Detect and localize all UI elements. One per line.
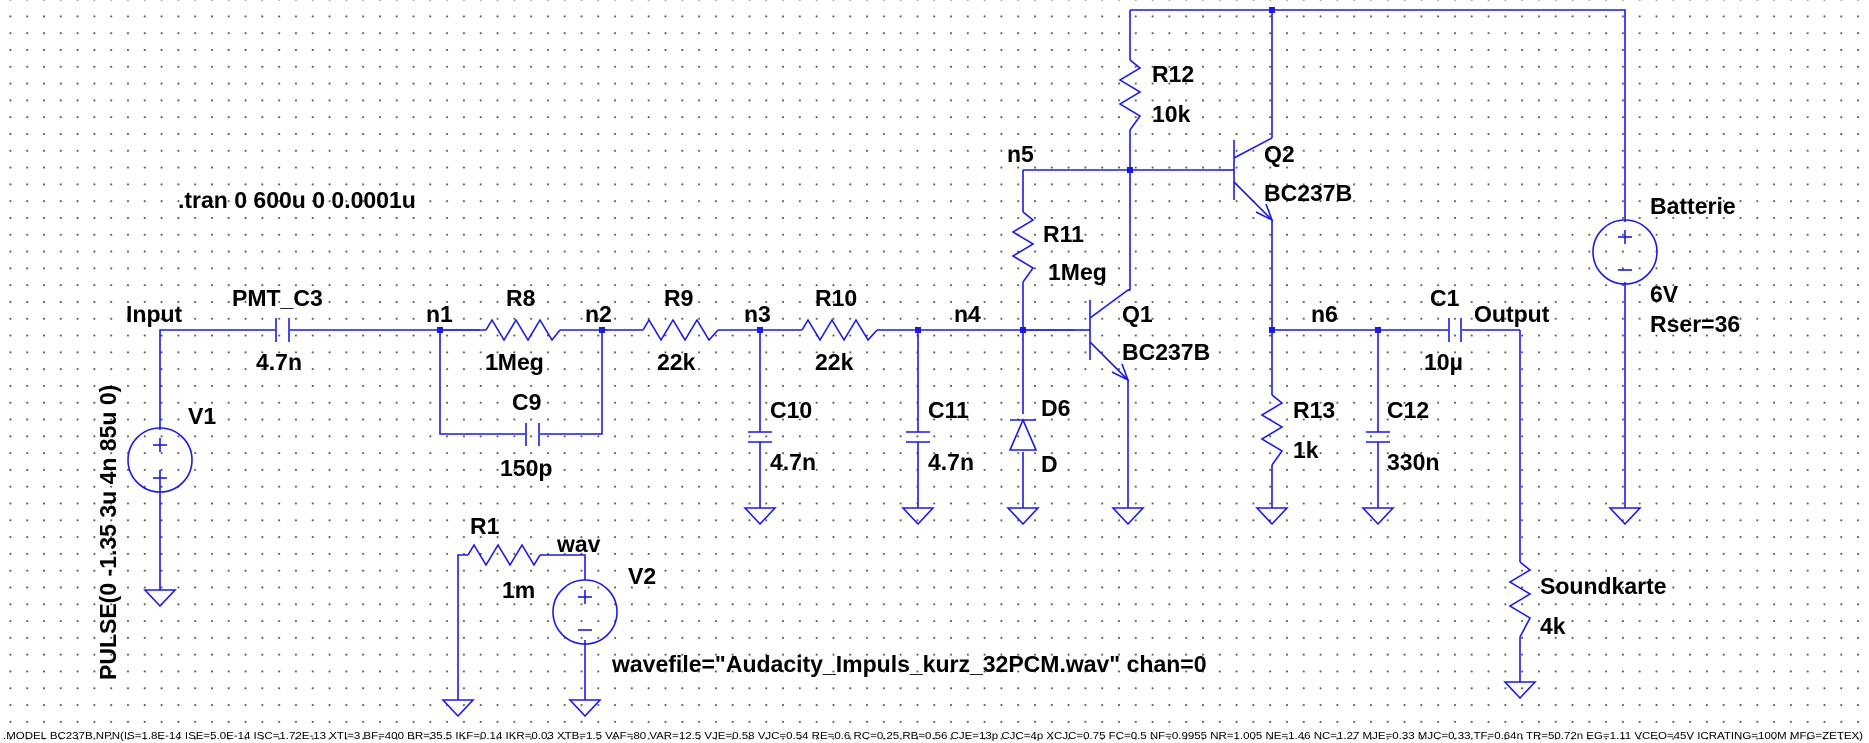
capacitor-c12[interactable]	[1366, 431, 1390, 443]
ground-symbols	[143, 507, 1642, 718]
r11-name: R11	[1043, 221, 1084, 247]
c10-name: C10	[770, 397, 812, 423]
ground-icon	[143, 589, 177, 608]
voltage-source-v1[interactable]	[127, 427, 193, 493]
transistor-q2[interactable]	[1218, 137, 1274, 222]
c1-value: 10µ	[1424, 349, 1463, 375]
ground-icon	[743, 507, 777, 526]
resistor-r11[interactable]	[1011, 211, 1035, 283]
wire-r1-right	[540, 554, 586, 580]
c12-name: C12	[1387, 397, 1429, 423]
ground-icon	[1608, 507, 1642, 526]
q1-name: Q1	[1122, 301, 1153, 327]
wires	[159, 9, 1626, 700]
ground-icon	[901, 507, 935, 526]
voltage-source-batterie[interactable]	[1592, 219, 1658, 285]
r8-value: 1Meg	[485, 349, 544, 375]
resistor-r13[interactable]	[1260, 394, 1284, 466]
capacitor-c3[interactable]	[275, 318, 290, 342]
r13-name: R13	[1293, 397, 1335, 423]
batterie-value: 6V	[1650, 281, 1679, 307]
r12-value: 10k	[1152, 101, 1191, 127]
resistor-r12[interactable]	[1118, 59, 1142, 131]
net-label-input: Input	[126, 301, 183, 327]
r8-name: R8	[506, 285, 536, 311]
d6-name: D6	[1041, 395, 1070, 421]
transistor-q1[interactable]	[1074, 289, 1130, 382]
c12-value: 330n	[1387, 449, 1439, 475]
q2-name: Q2	[1264, 141, 1295, 167]
ground-icon	[568, 699, 602, 718]
v2-name: V2	[628, 563, 656, 589]
c9-name: C9	[512, 389, 541, 415]
c11-name: C11	[928, 397, 969, 423]
wire-c9-left	[439, 330, 525, 435]
c1-name: C1	[1430, 285, 1460, 311]
r9-value: 22k	[657, 349, 696, 375]
ground-icon	[1006, 507, 1040, 526]
r9-name: R9	[664, 285, 693, 311]
v1-value: PULSE(0 -1.35 3u 4n 85u 0)	[95, 385, 121, 680]
ground-icon	[1361, 507, 1395, 526]
r12-name: R12	[1152, 61, 1194, 87]
soundkarte-name: Soundkarte	[1540, 573, 1667, 599]
batterie-name: Batterie	[1650, 193, 1736, 219]
batterie-rser: Rser=36	[1650, 311, 1740, 337]
wire-q1-collector	[1128, 170, 1131, 291]
net-label-n1: n1	[426, 301, 453, 327]
r10-value: 22k	[815, 349, 854, 375]
capacitor-c1[interactable]	[1448, 318, 1462, 342]
net-label-output: Output	[1474, 301, 1550, 327]
model-directive[interactable]: .MODEL BC237B NPN(IS=1.8E-14 ISE=5.0E-14…	[3, 731, 1863, 742]
q1-value: BC237B	[1122, 339, 1210, 365]
q2-value: BC237B	[1264, 180, 1352, 206]
wire-r1-left	[457, 554, 468, 700]
soundkarte-value: 4k	[1540, 613, 1566, 639]
resistor-r8[interactable]	[485, 318, 561, 342]
diode-d6[interactable]	[1008, 417, 1038, 451]
net-label-n6: n6	[1311, 301, 1338, 327]
capacitor-c11[interactable]	[906, 431, 930, 443]
r1-value: 1m	[502, 577, 535, 603]
r1-name: R1	[470, 513, 500, 539]
wire-c9-right	[540, 330, 603, 435]
capacitor-c10[interactable]	[748, 431, 772, 443]
capacitor-c9[interactable]	[525, 423, 540, 446]
junctions	[437, 7, 1381, 333]
v1-name: V1	[188, 403, 216, 429]
net-label-n5: n5	[1007, 141, 1034, 167]
c3-name: PMT_C3	[232, 285, 323, 311]
d6-value: D	[1041, 451, 1058, 477]
wire-top-rail	[1130, 9, 1626, 222]
resistor-soundkarte[interactable]	[1508, 561, 1532, 638]
ground-icon	[441, 699, 475, 718]
tran-directive[interactable]: .tran 0 600u 0 0.0001u	[178, 187, 416, 213]
voltage-source-v2[interactable]	[552, 579, 618, 645]
net-label-n4: n4	[954, 301, 981, 327]
r13-value: 1k	[1293, 437, 1319, 463]
ground-icon	[1503, 681, 1537, 700]
c3-value: 4.7n	[256, 349, 302, 375]
resistor-r10[interactable]	[801, 318, 878, 342]
resistor-r1[interactable]	[467, 543, 541, 567]
wire-input	[159, 329, 275, 430]
ground-icon	[1111, 507, 1145, 526]
c9-value: 150p	[500, 455, 552, 481]
c11-value: 4.7n	[928, 449, 974, 475]
net-label-n3: n3	[744, 301, 771, 327]
resistor-r9[interactable]	[642, 318, 719, 342]
v2-value: wavefile="Audacity_Impuls_kurz_32PCM.wav…	[611, 651, 1207, 677]
net-label-wav: wav	[556, 531, 601, 557]
r10-name: R10	[815, 285, 857, 311]
net-label-n2: n2	[585, 301, 612, 327]
ground-icon	[1255, 507, 1289, 526]
r11-value: 1Meg	[1048, 259, 1107, 285]
c10-value: 4.7n	[770, 449, 816, 475]
